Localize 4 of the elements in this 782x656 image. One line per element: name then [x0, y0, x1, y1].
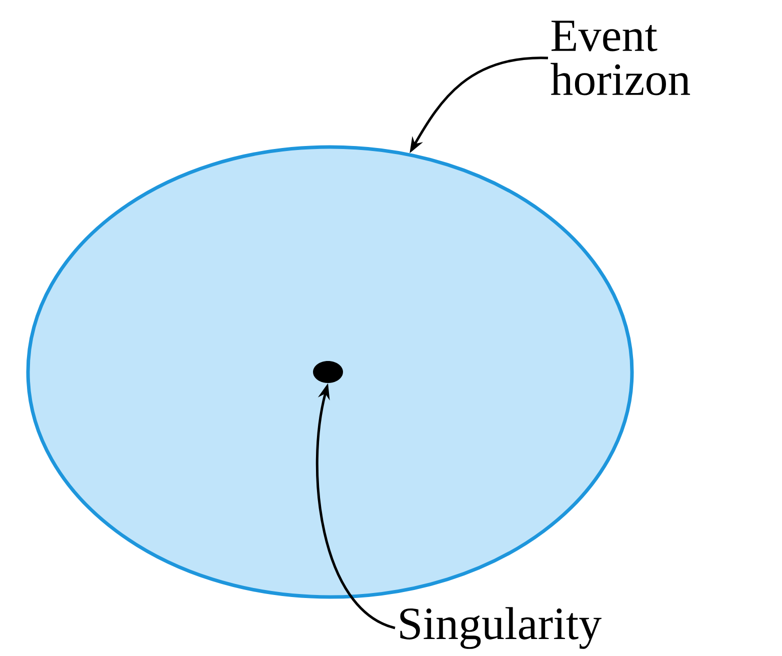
- singularity-dot: [313, 361, 343, 383]
- label-text: Singularity: [400, 607, 602, 649]
- event-horizon-ellipse: [26, 145, 634, 599]
- label-text: Event horizon: [550, 20, 690, 96]
